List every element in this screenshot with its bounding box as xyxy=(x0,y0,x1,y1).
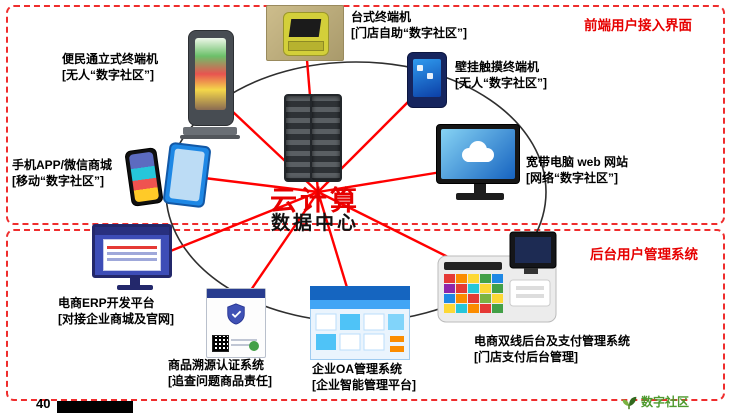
erp-screen-header xyxy=(95,227,169,235)
node-label-wall-terminal: 壁挂触摸终端机 [无人“数字社区”] xyxy=(455,60,547,91)
erp-label: 电商ERP开发平台 xyxy=(58,296,155,310)
node-label-pos: 电商双线后台及支付管理系统 [门店支付后台管理] xyxy=(474,334,630,365)
web-pc-icon xyxy=(436,124,524,216)
desktop-terminal-label: 台式终端机 xyxy=(351,10,412,24)
certificate-text-line xyxy=(231,344,257,346)
kiosk-body xyxy=(188,30,234,126)
oa-webpage-icon xyxy=(310,286,410,360)
center-subtitle: 数据中心 xyxy=(270,213,359,234)
certificate-text-lines xyxy=(231,336,257,349)
qr-code xyxy=(212,335,229,352)
desktop-terminal-machine xyxy=(283,12,329,56)
phone-screen xyxy=(128,151,160,203)
cloud-icon xyxy=(462,141,494,162)
mobile-devices-icon xyxy=(124,141,212,212)
server-tower-right xyxy=(310,94,342,182)
footer-bar xyxy=(57,401,133,413)
tablet-screen xyxy=(169,148,205,202)
monitor-bezel xyxy=(436,124,520,184)
desktop-terminal-tray xyxy=(288,41,324,51)
node-label-trace: 商品溯源认证系统 [追查问题商品责任] xyxy=(168,358,272,389)
node-label-erp: 电商ERP开发平台 [对接企业商城及官网] xyxy=(58,296,174,327)
desktop-terminal-sublabel: [门店自助“数字社区”] xyxy=(351,25,467,40)
node-label-web: 宽带电脑 web 网站 [网络“数字社区”] xyxy=(526,155,628,186)
back-section-panel xyxy=(6,229,725,401)
kiosk-terminal-icon xyxy=(180,30,244,150)
wall-screen-tile xyxy=(417,65,423,71)
erp-sublabel: [对接企业商城及官网] xyxy=(58,311,174,326)
web-sublabel: [网络“数字社区”] xyxy=(526,170,618,185)
kiosk-screen xyxy=(195,38,226,110)
wall-terminal-sublabel: [无人“数字社区”] xyxy=(455,75,547,90)
wall-terminal-label: 壁挂触摸终端机 xyxy=(455,60,540,74)
desktop-terminal-screen xyxy=(288,19,322,37)
node-label-mobile: 手机APP/微信商城 [移动“数字社区”] xyxy=(12,158,112,189)
brand-logo: 数字社区 xyxy=(620,392,689,410)
mobile-label: 手机APP/微信商城 xyxy=(12,158,113,172)
oa-label: 企业OA管理系统 xyxy=(312,362,403,376)
oa-sublabel: [企业智能管理平台] xyxy=(312,377,416,392)
mobile-sublabel: [移动“数字社区”] xyxy=(12,173,104,188)
sprout-icon xyxy=(622,396,637,410)
wall-screen-tile xyxy=(427,73,433,79)
oa-page-graphic xyxy=(310,286,410,360)
page-number: 40 xyxy=(36,396,51,411)
pos-label: 电商双线后台及支付管理系统 xyxy=(474,334,631,348)
front-section-panel xyxy=(6,5,725,225)
erp-base xyxy=(117,285,153,290)
wall-terminal-icon xyxy=(407,52,449,112)
server-tower-icon xyxy=(284,94,346,188)
monitor-base xyxy=(456,193,504,200)
trace-sublabel: [追查问题商品责任] xyxy=(168,373,272,388)
kiosk-foot xyxy=(180,135,240,139)
monitor-neck xyxy=(474,184,486,193)
certificate-text-line xyxy=(231,339,257,341)
brand-logo-text: 数字社区 xyxy=(641,394,690,409)
kiosk-base xyxy=(183,127,237,135)
node-label-kiosk: 便民通立式终端机 [无人“数字社区”] xyxy=(62,52,158,83)
erp-text-line xyxy=(107,246,157,249)
trace-certificate-icon xyxy=(206,288,266,358)
center-title: 云计算 xyxy=(270,186,360,216)
front-section-title: 前端用户接入界面 xyxy=(584,18,692,33)
erp-screen-panel xyxy=(103,239,161,271)
node-label-desktop-terminal: 台式终端机 [门店自助“数字社区”] xyxy=(351,10,467,41)
trace-label: 商品溯源认证系统 xyxy=(168,358,265,372)
node-label-oa: 企业OA管理系统 [企业智能管理平台] xyxy=(312,362,416,393)
phone-icon xyxy=(124,147,164,207)
web-label: 宽带电脑 web 网站 xyxy=(526,155,629,169)
erp-monitor-icon xyxy=(92,224,178,296)
erp-text-line xyxy=(107,258,157,261)
wall-terminal-screen xyxy=(413,59,441,97)
wall-terminal-body xyxy=(407,52,447,108)
erp-neck xyxy=(130,278,140,285)
erp-screen xyxy=(92,224,172,278)
kiosk-label: 便民通立式终端机 xyxy=(62,52,159,66)
pos-machine-icon xyxy=(436,228,562,330)
certificate-header xyxy=(207,289,265,298)
shield-icon xyxy=(227,303,245,325)
desktop-terminal-icon xyxy=(266,5,344,61)
pos-graphic xyxy=(437,231,557,323)
pos-sublabel: [门店支付后台管理] xyxy=(474,349,578,364)
certificate-badge xyxy=(249,341,259,351)
kiosk-sublabel: [无人“数字社区”] xyxy=(62,67,154,82)
erp-text-line xyxy=(107,252,157,255)
tablet-icon xyxy=(162,141,212,209)
back-section-title: 后台用户管理系统 xyxy=(590,247,698,262)
